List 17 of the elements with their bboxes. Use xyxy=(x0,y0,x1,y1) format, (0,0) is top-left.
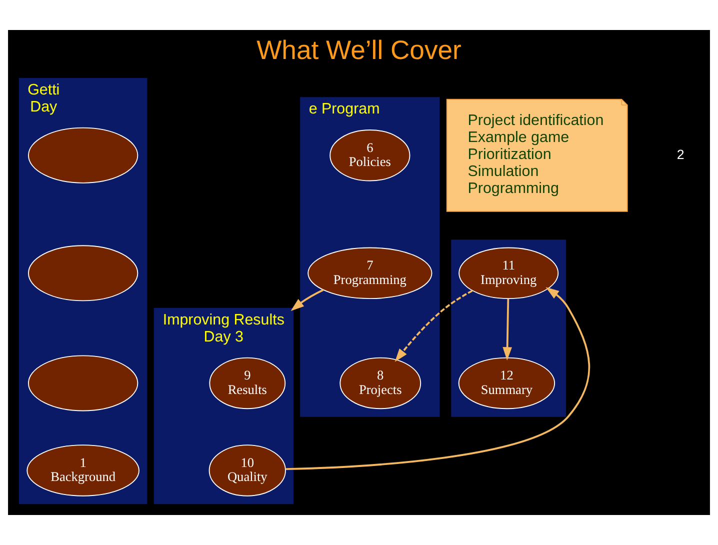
node-ellipse xyxy=(28,355,138,412)
diagram-title: What We’ll Cover xyxy=(256,34,462,65)
node-ellipse: 6 Policies xyxy=(330,130,410,182)
node-ellipse: 7 Programming xyxy=(308,247,432,300)
node-ellipse: 12 Summary xyxy=(458,357,556,410)
arrow xyxy=(394,290,473,362)
arrow xyxy=(502,298,512,360)
label: 2 xyxy=(676,146,684,162)
node-ellipse xyxy=(28,127,138,184)
arrow xyxy=(290,289,324,311)
node-ellipse xyxy=(28,245,138,302)
node-ellipse: 1 Background xyxy=(26,444,140,496)
cluster xyxy=(451,240,566,417)
node-ellipse: 8 Projects xyxy=(340,357,422,410)
node-ellipse: 9 Results xyxy=(209,357,286,410)
node-ellipse: 10 Quality xyxy=(208,444,286,496)
arrow xyxy=(286,287,590,470)
